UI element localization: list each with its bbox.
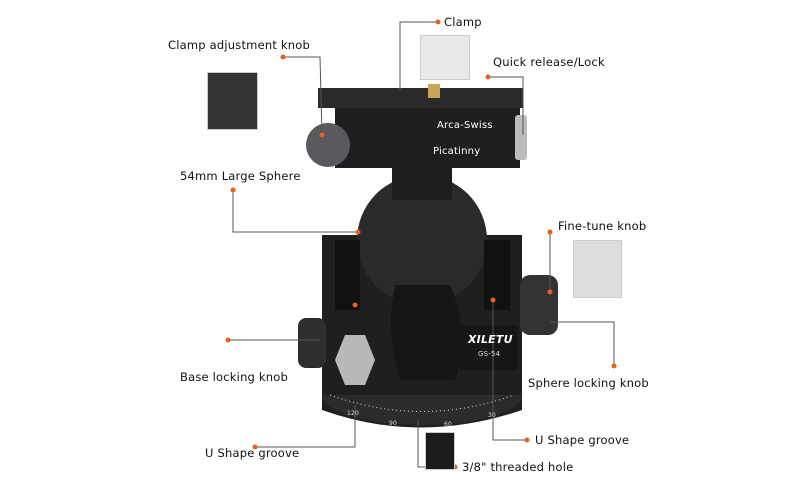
label-sphere: 54mm Large Sphere (180, 169, 301, 183)
label-clamp-knob: Clamp adjustment knob (168, 38, 310, 52)
clamp-knob-inset-image (207, 72, 258, 130)
label-sphere-knob: Sphere locking knob (528, 376, 649, 390)
label-threaded-hole: 3/8" threaded hole (462, 460, 574, 474)
threaded-hole-inset-image (425, 432, 455, 470)
dial-120: 120 (347, 410, 360, 417)
label-base-knob: Base locking knob (180, 370, 288, 384)
label-fine-tune: Fine-tune knob (558, 219, 647, 233)
brand-logo: XILETU (468, 333, 513, 346)
fine-tune-inset-image (573, 240, 622, 298)
label-u-groove-left: U Shape groove (205, 446, 300, 460)
dial-90: 90 (389, 420, 398, 427)
clamp-inset-image (420, 35, 470, 80)
dial-30: 30 (488, 412, 497, 419)
label-quick-release: Quick release/Lock (493, 55, 605, 69)
label-clamp: Clamp (444, 15, 482, 29)
model-text: GS-54 (478, 350, 501, 358)
picatinny-text: Picatinny (433, 146, 481, 157)
dial-60: 60 (444, 421, 453, 428)
label-u-groove-right: U Shape groove (535, 433, 630, 447)
arca-swiss-text: Arca-Swiss (437, 120, 493, 131)
callout-lines (228, 21, 615, 468)
callout-dots (225, 19, 617, 470)
